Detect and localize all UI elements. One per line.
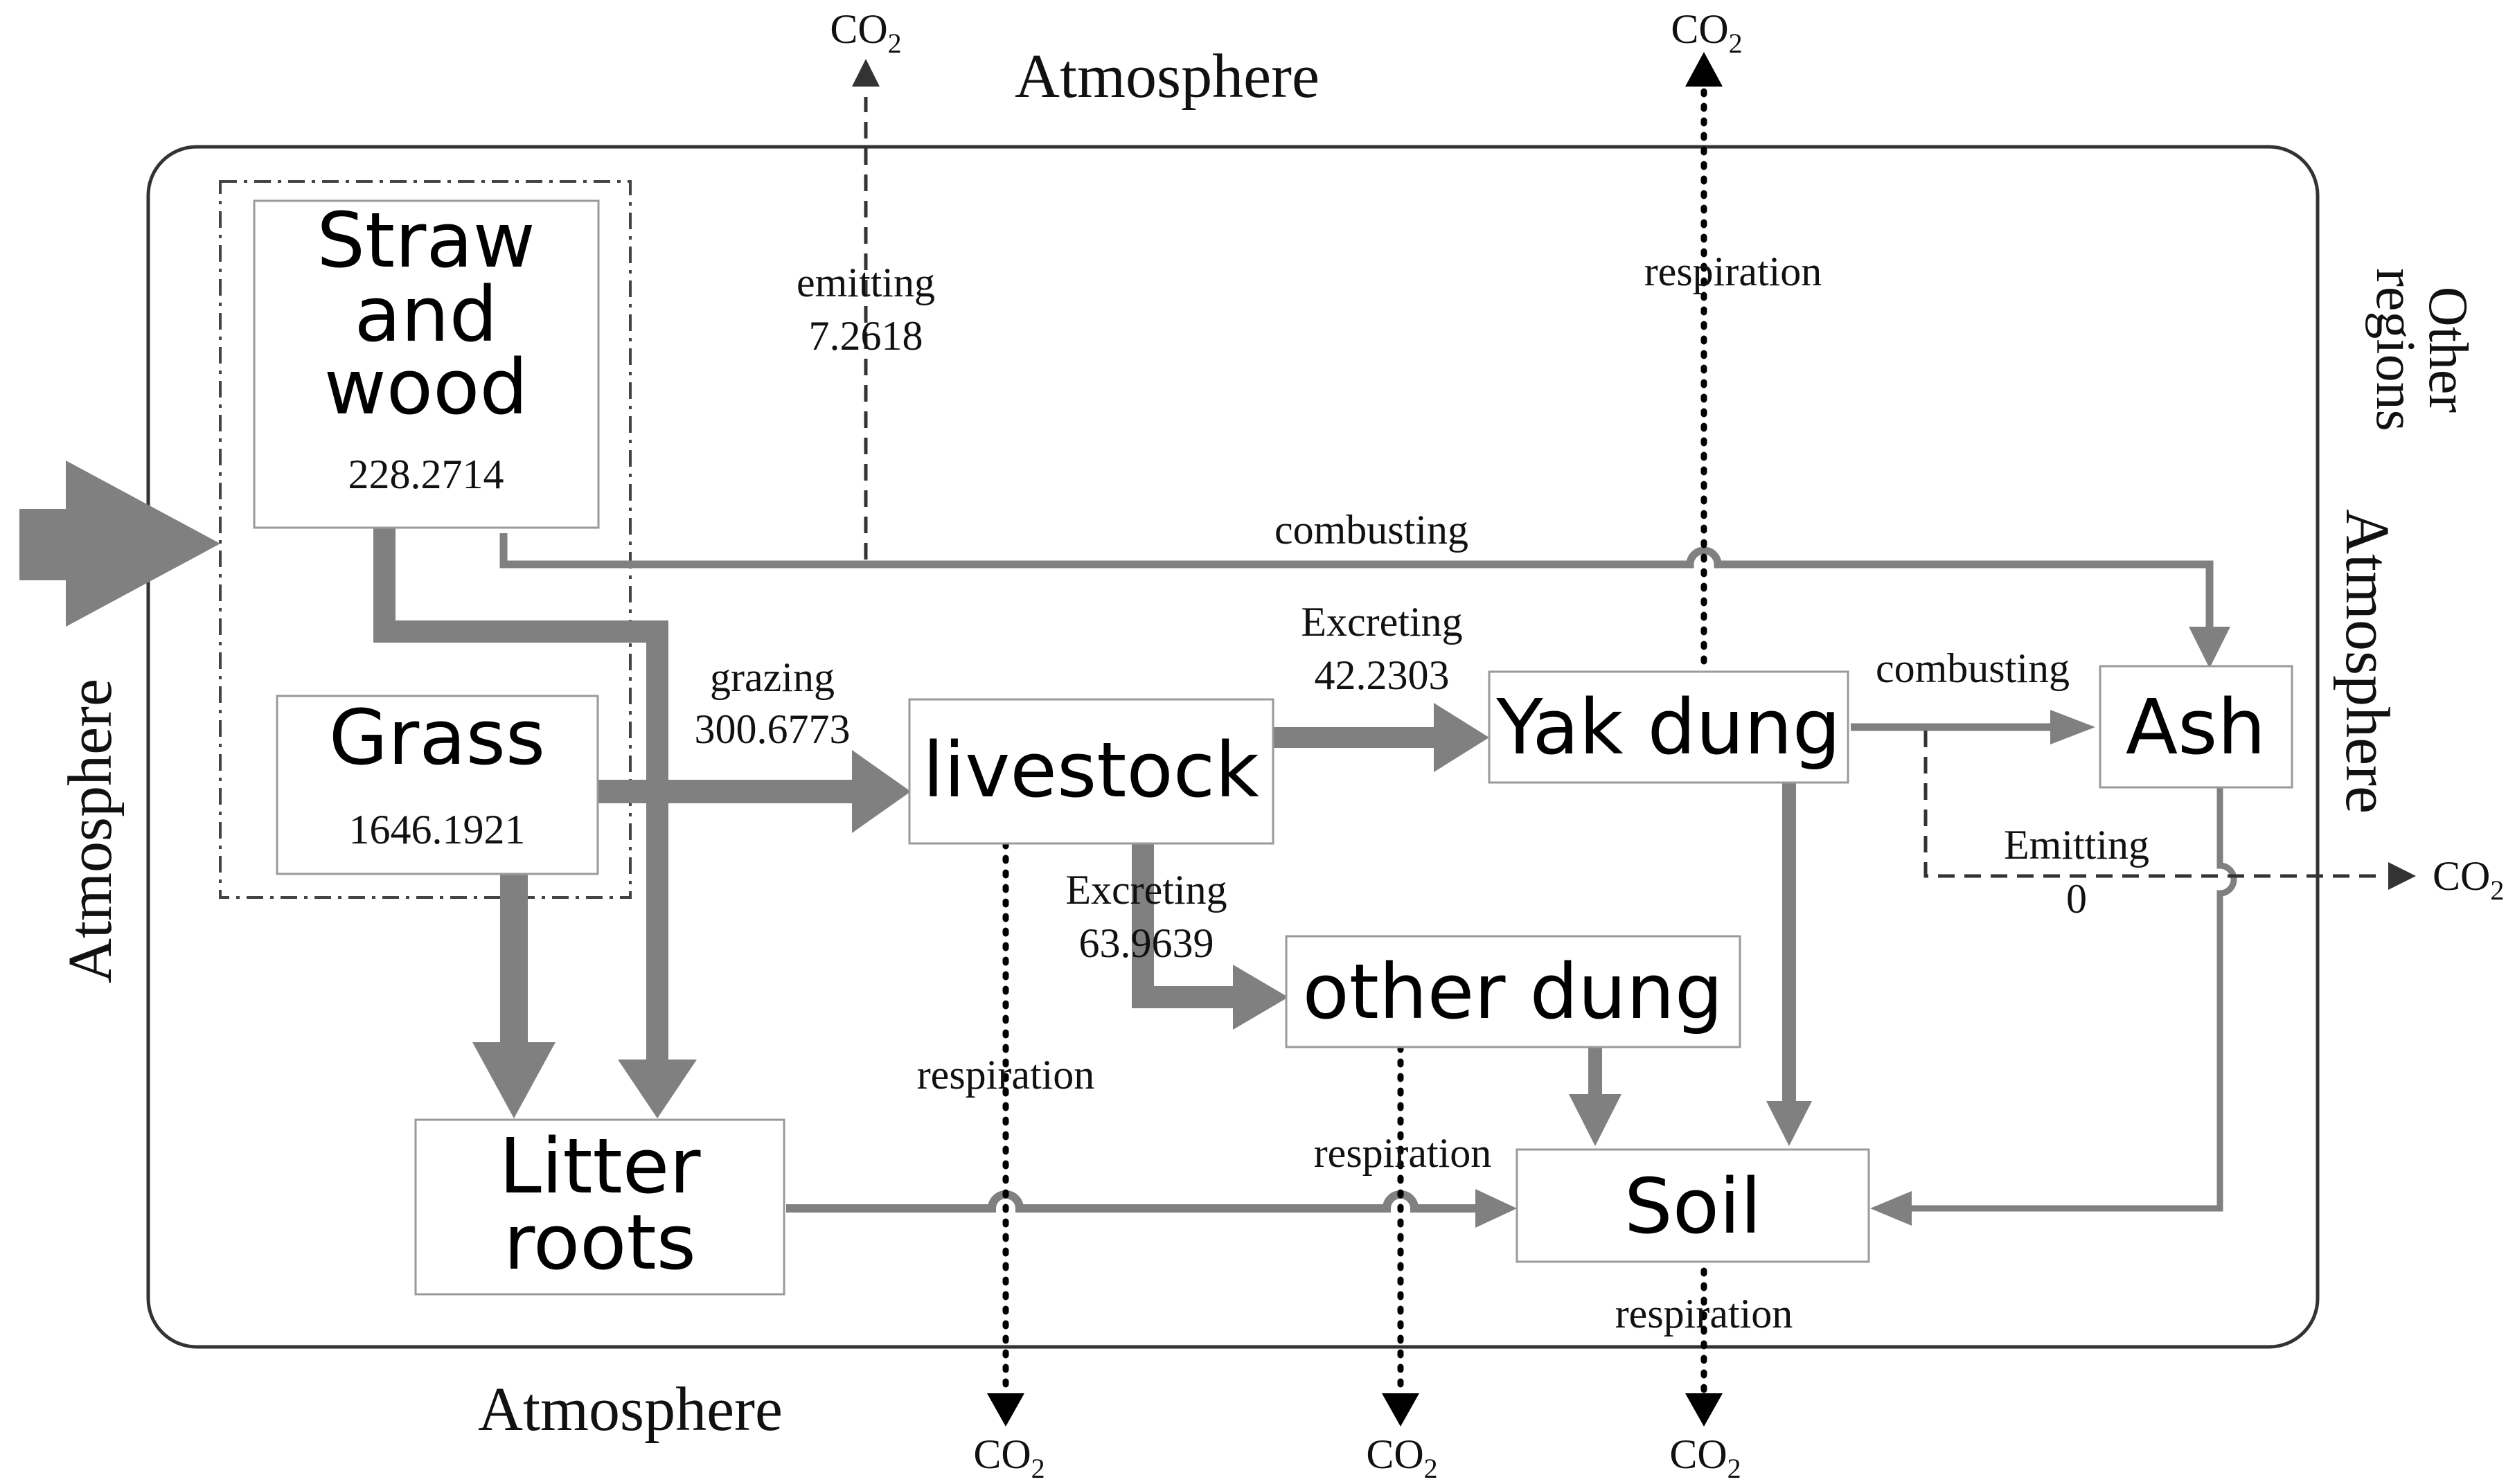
plant-group-boundary <box>219 180 632 899</box>
svg-text:CO2: CO2 <box>1366 1431 1437 1484</box>
straw-label-line3: wood <box>324 343 528 431</box>
other-dung-label: other dung <box>1302 947 1723 1036</box>
combusting-yak-label: combusting <box>1876 645 2070 691</box>
svg-text:CO2: CO2 <box>830 6 901 59</box>
grass-label: Grass <box>329 693 546 782</box>
respiration-livestock-label: respiration <box>917 1052 1095 1098</box>
grazing-value: 300.6773 <box>695 706 851 752</box>
ash-node: Ash <box>2099 665 2293 789</box>
ash-label: Ash <box>2126 683 2266 771</box>
emitting-yak-label: Emitting <box>2004 822 2149 868</box>
atmosphere-right-label: Atmosphere <box>2333 509 2401 814</box>
livestock-to-other-dung-flow <box>1132 843 1233 1008</box>
straw-value: 228.2714 <box>348 452 504 497</box>
emitting-straw-value: 7.2618 <box>809 313 923 359</box>
co2-label-bottom-other-dung: CO2 <box>1366 1431 1437 1484</box>
co2-label-right: CO2 <box>2433 853 2504 906</box>
system-boundary <box>146 145 2320 1349</box>
grass-node: Grass 1646.1921 <box>276 693 599 875</box>
excreting-other-label: Excreting <box>1065 867 1227 913</box>
other-regions-label-line1: Other <box>2417 287 2478 413</box>
yak-dung-node: Yak dung <box>1488 670 1849 784</box>
svg-text:CO2: CO2 <box>2433 853 2504 906</box>
straw-combusting-flow <box>499 533 2214 627</box>
livestock-to-other-dung-arrowhead <box>1233 965 1288 1030</box>
litter-to-soil-arrowhead <box>1475 1189 1517 1228</box>
svg-text:CO2: CO2 <box>973 1431 1045 1484</box>
livestock-respiration-arrowhead <box>987 1393 1024 1427</box>
yak-dung-emitting-co2-line <box>1923 731 2383 878</box>
soil-label: Soil <box>1624 1162 1761 1251</box>
soil-respiration-arrowhead <box>1685 1393 1723 1427</box>
livestock-node: livestock <box>908 698 1274 845</box>
straw-label-line1: Straw <box>317 196 535 285</box>
yak-dung-respiration-arrowhead <box>1685 52 1723 87</box>
litter-label-line1: Litter <box>499 1122 701 1210</box>
respiration-yak-label: respiration <box>1644 249 1822 294</box>
yak-dung-combusting-arrowhead <box>2050 710 2095 744</box>
svg-text:CO2: CO2 <box>1671 6 1742 59</box>
emitting-yak-value: 0 <box>2066 876 2087 922</box>
grazing-label: grazing <box>710 654 835 700</box>
grass-to-litter-arrowhead <box>472 1042 556 1118</box>
litter-to-soil-flow <box>786 1190 1475 1213</box>
soil-node: Soil <box>1516 1148 1870 1263</box>
other-dung-respiration-arrowhead <box>1382 1393 1419 1427</box>
co2-label-top-left: CO2 <box>830 6 901 59</box>
atmosphere-top-label: Atmosphere <box>1015 42 1319 111</box>
yak-dung-to-soil-arrowhead <box>1766 1101 1812 1146</box>
svg-text:CO2: CO2 <box>1669 1431 1741 1484</box>
straw-combusting-arrowhead <box>2189 627 2230 668</box>
livestock-label: livestock <box>923 726 1259 814</box>
grazing-arrowhead <box>852 750 911 833</box>
other-dung-to-soil-arrowhead <box>1569 1094 1621 1146</box>
co2-label-top-right: CO2 <box>1671 6 1742 59</box>
respiration-soil-label: respiration <box>1615 1291 1793 1337</box>
excreting-yak-value: 42.2303 <box>1315 652 1450 698</box>
straw-emitting-co2-arrowhead <box>852 59 880 87</box>
straw-to-litter-arrowhead <box>618 1060 697 1118</box>
excreting-other-value: 63.9639 <box>1079 920 1214 966</box>
livestock-to-yak-dung-arrowhead <box>1434 703 1489 772</box>
straw-and-wood-node: Straw and wood 228.2714 <box>253 196 600 529</box>
ash-to-soil-arrowhead <box>1870 1191 1912 1226</box>
combusting-straw-label: combusting <box>1274 507 1468 553</box>
atmosphere-input-arrow <box>19 461 220 627</box>
excreting-yak-label: Excreting <box>1301 599 1462 645</box>
yak-dung-emitting-co2-arrowhead <box>2388 862 2416 890</box>
other-dung-node: other dung <box>1285 935 1741 1048</box>
straw-to-litter-flow <box>373 526 668 1060</box>
atmosphere-bottom-label: Atmosphere <box>478 1375 783 1444</box>
litter-roots-node: Litter roots <box>414 1118 785 1296</box>
straw-label-line2: and <box>355 270 498 359</box>
co2-label-bottom-soil: CO2 <box>1669 1431 1741 1484</box>
other-regions-label-line2: regions <box>2365 268 2426 431</box>
respiration-other-dung-label: respiration <box>1314 1130 1492 1176</box>
yak-dung-label: Yak dung <box>1495 683 1840 771</box>
ash-to-soil-flow <box>1912 788 2237 1212</box>
emitting-straw-label: emitting <box>797 260 935 305</box>
co2-label-bottom-livestock: CO2 <box>973 1431 1045 1484</box>
atmosphere-left-label: Atmosphere <box>56 679 125 983</box>
grass-value: 1646.1921 <box>349 807 526 852</box>
litter-label-line2: roots <box>504 1198 696 1287</box>
